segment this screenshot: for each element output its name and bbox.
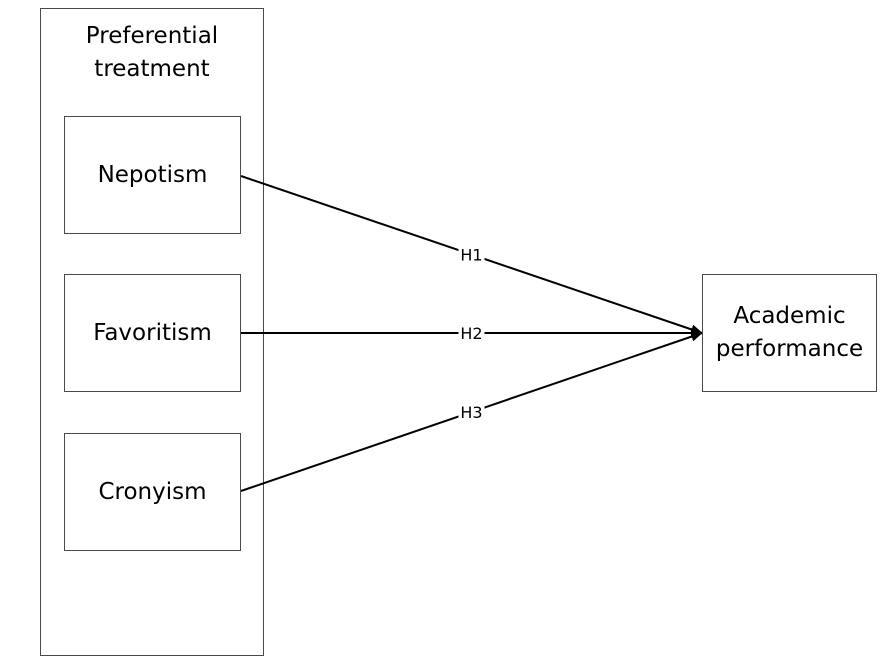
favoritism-label: Favoritism — [93, 319, 212, 346]
arrow-label-bg-h1 — [458, 244, 485, 264]
academic-performance-box: Academic performance — [702, 274, 877, 392]
outcome-label-line2: performance — [715, 336, 864, 362]
group-title-line1: Preferential — [85, 23, 219, 49]
outcome-label-line1: Academic — [733, 303, 846, 329]
cronyism-label: Cronyism — [98, 478, 207, 505]
arrow-label-bg-h3 — [458, 402, 485, 421]
arrow-label-h2: H2 — [460, 324, 482, 343]
nepotism-box: Nepotism — [64, 116, 241, 234]
favoritism-box: Favoritism — [64, 274, 241, 392]
arrow-label-h1: H1 — [460, 246, 482, 265]
group-title-line2: treatment — [94, 56, 210, 82]
nepotism-label: Nepotism — [97, 161, 208, 188]
arrow-label-bg-h2 — [458, 323, 485, 342]
cronyism-box: Cronyism — [64, 433, 241, 551]
arrow-label-h3: H3 — [460, 403, 482, 422]
group-title: Preferential treatment — [40, 20, 264, 86]
